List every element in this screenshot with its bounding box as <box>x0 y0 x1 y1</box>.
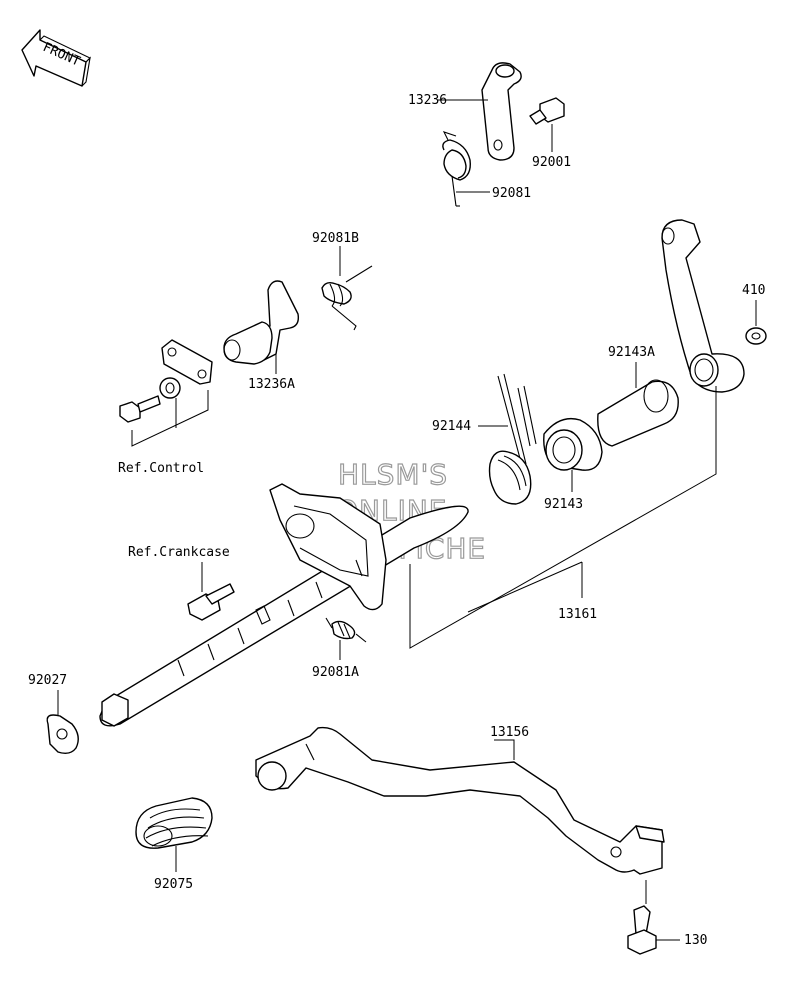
label-92075: 92075 <box>154 877 193 892</box>
part-13236A-cam <box>223 280 300 365</box>
part-92075-rubber <box>135 797 213 849</box>
label-ref-crankcase: Ref.Crankcase <box>128 545 230 560</box>
part-13156-pedal <box>255 726 665 875</box>
label-92081: 92081 <box>492 186 531 201</box>
part-13161-arm <box>661 219 745 393</box>
label-92081B: 92081B <box>312 231 359 246</box>
part-13161-shift-shaft <box>99 483 469 727</box>
label-92027: 92027 <box>28 673 67 688</box>
front-arrow-icon: FRONT <box>21 29 91 87</box>
part-92081-spring <box>442 131 471 207</box>
part-92001-bolt <box>529 97 565 125</box>
part-92143A-collar <box>597 379 679 447</box>
label-13161: 13161 <box>558 607 597 622</box>
part-13236-lever <box>481 62 522 161</box>
part-92081A-spring <box>325 617 367 643</box>
label-13156: 13156 <box>490 725 529 740</box>
ref-control-parts <box>119 339 213 447</box>
part-92081B-spring <box>321 265 373 331</box>
part-92144-spring <box>488 373 537 505</box>
ref-crankcase-pin <box>187 583 235 621</box>
label-13236A: 13236A <box>248 377 295 392</box>
label-92143A: 92143A <box>608 345 655 360</box>
label-92144: 92144 <box>432 419 471 434</box>
part-410-washer <box>745 327 767 345</box>
part-labels: 13236 92001 92081 92081B 13236A 410 9214… <box>28 93 765 948</box>
label-410: 410 <box>742 283 765 298</box>
label-ref-control: Ref.Control <box>118 461 204 476</box>
label-92001: 92001 <box>532 155 571 170</box>
label-13236: 13236 <box>408 93 447 108</box>
label-92081A: 92081A <box>312 665 359 680</box>
label-130: 130 <box>684 933 707 948</box>
part-130-bolt <box>627 905 657 955</box>
watermark-line1: HLSM'S <box>338 458 448 491</box>
label-92143: 92143 <box>544 497 583 512</box>
part-92143-collar <box>543 417 603 471</box>
part-92027-washer <box>46 714 79 755</box>
leader-lines <box>57 99 757 941</box>
